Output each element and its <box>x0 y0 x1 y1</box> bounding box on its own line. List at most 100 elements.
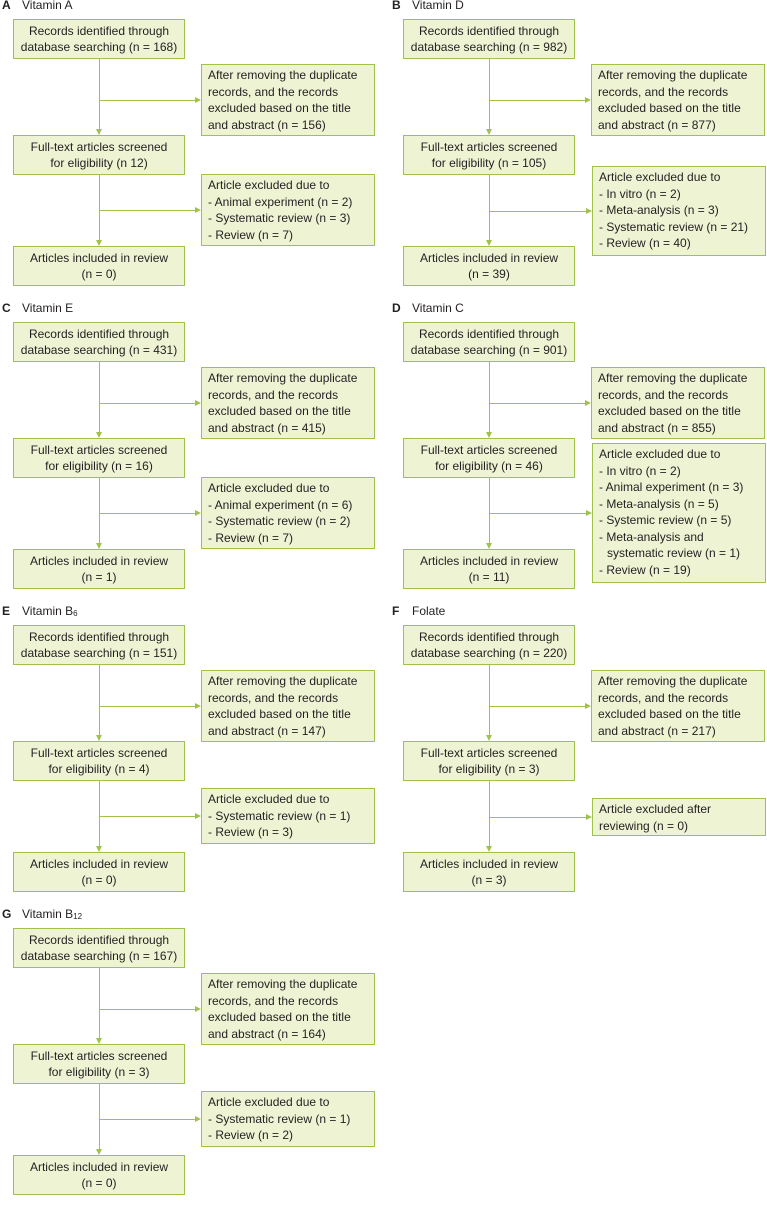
panel-title-text: Vitamin B <box>22 907 74 921</box>
records-identified-box-line: database searching (n = 431) <box>20 343 178 357</box>
panel-title-subscript: 6 <box>73 609 78 618</box>
removed-box-line: excluded based on the title <box>598 101 741 115</box>
arrow-down-icon <box>486 846 492 852</box>
connector-line <box>489 403 585 404</box>
screened-box-line: for eligibility (n = 46) <box>435 459 543 473</box>
records-identified-box: Records identified through database searc… <box>403 322 575 362</box>
panel-letter: B <box>392 0 401 12</box>
screened-box-line: Full-text articles screened <box>30 442 168 457</box>
panel-title: Vitamin D <box>412 0 464 12</box>
arrow-down-icon <box>96 1038 102 1044</box>
panel-label: B Vitamin D <box>392 0 464 12</box>
excluded-box-line: Article excluded due to <box>208 481 330 495</box>
connector-line <box>489 362 490 432</box>
connector-line <box>99 513 195 514</box>
removed-box-line: and abstract (n = 156) <box>208 117 326 132</box>
arrow-right-icon <box>195 510 201 516</box>
removed-box-line: and abstract (n = 164) <box>208 1026 326 1041</box>
screened-box-line: for eligibility (n 12) <box>50 156 148 170</box>
removed-box-line: After removing the duplicate <box>208 68 358 82</box>
arrow-down-icon <box>486 432 492 438</box>
connector-line <box>489 706 585 707</box>
excluded-box-line: - Animal experiment (n = 6) <box>208 497 353 512</box>
removed-box-line: records, and the records <box>598 387 729 402</box>
arrow-down-icon <box>96 735 102 741</box>
included-box: Articles included in review(n = 39) <box>403 246 575 286</box>
included-box-line: Articles included in review <box>419 250 559 265</box>
records-identified-box-line: database searching (n = 901) <box>410 343 568 357</box>
excluded-box-line: systematic review (n = 1) <box>607 546 741 560</box>
removed-box-line: records, and the records <box>208 690 339 705</box>
excluded-box: Article excluded due to- Animal experime… <box>201 174 375 246</box>
panel-title-text: Vitamin A <box>22 0 73 12</box>
excluded-box-line: Article excluded due to <box>599 447 721 461</box>
removed-box-line: records, and the records <box>208 387 339 402</box>
screened-box-line: Full-text articles screened <box>420 442 558 457</box>
arrow-right-icon <box>585 97 591 103</box>
included-box-line: (n = 0) <box>81 873 117 887</box>
removed-box-line: After removing the duplicate <box>208 977 358 991</box>
arrow-down-icon <box>486 240 492 246</box>
included-box-line: Articles included in review <box>29 553 169 568</box>
included-box: Articles included in review(n = 0) <box>13 246 185 286</box>
included-box-line: (n = 0) <box>81 1176 117 1190</box>
connector-line <box>99 210 195 211</box>
removed-box-line: and abstract (n = 415) <box>208 420 326 435</box>
excluded-box-line: - Systemic review (n = 5) <box>599 513 732 527</box>
arrow-down-icon <box>96 846 102 852</box>
excluded-box-line: - Review (n = 7) <box>208 530 294 545</box>
panel-label: D Vitamin C <box>392 301 464 315</box>
excluded-box: Article excluded due to- Systematic revi… <box>201 788 375 844</box>
arrow-right-icon <box>586 208 592 214</box>
panel-title: Vitamin C <box>412 301 464 315</box>
screened-box-line: for eligibility (n = 4) <box>48 762 150 776</box>
arrow-right-icon <box>585 703 591 709</box>
screened-box-line: for eligibility (n = 3) <box>48 1065 150 1079</box>
removed-box-line: records, and the records <box>598 690 729 705</box>
included-box-line: (n = 11) <box>468 570 510 584</box>
records-identified-box-line: Records identified through <box>418 326 560 341</box>
panel-letter: D <box>392 301 401 315</box>
arrow-right-icon <box>195 1116 201 1122</box>
arrow-down-icon <box>486 129 492 135</box>
excluded-box-line: - Meta-analysis (n = 5) <box>599 496 719 511</box>
connector-line <box>99 1119 195 1120</box>
panel-title-text: Vitamin E <box>22 301 74 315</box>
panel-title: Folate <box>412 604 445 618</box>
excluded-box-line: - Meta-analysis (n = 3) <box>599 203 719 217</box>
panel-d: D Vitamin C Records identified through data… <box>392 301 767 605</box>
connector-line <box>99 706 195 707</box>
removed-box-line: records, and the records <box>598 84 729 99</box>
removed-box-line: records, and the records <box>208 993 339 1008</box>
arrow-right-icon <box>195 207 201 213</box>
removed-box-line: After removing the duplicate <box>598 371 748 385</box>
arrow-right-icon <box>195 703 201 709</box>
arrow-down-icon <box>96 543 102 549</box>
screened-box-line: for eligibility (n = 105) <box>431 156 547 170</box>
records-identified-box-line: database searching (n = 220) <box>410 646 568 660</box>
screened-box-line: Full-text articles screened <box>420 745 558 760</box>
excluded-box: Article excluded due to- In vitro (n = 2… <box>592 166 766 256</box>
connector-line <box>99 478 100 543</box>
excluded-box: Article excluded due to- In vitro (n = 2… <box>592 443 766 583</box>
connector-line <box>489 817 586 818</box>
removed-box: After removing the duplicate records, and… <box>201 973 375 1045</box>
connector-line <box>489 781 490 846</box>
screened-box-line: Full-text articles screened <box>30 139 168 154</box>
included-box: Articles included in review(n = 11) <box>403 549 575 589</box>
screened-box-line: for eligibility (n = 16) <box>45 459 153 473</box>
records-identified-box-line: Records identified through <box>418 629 560 644</box>
